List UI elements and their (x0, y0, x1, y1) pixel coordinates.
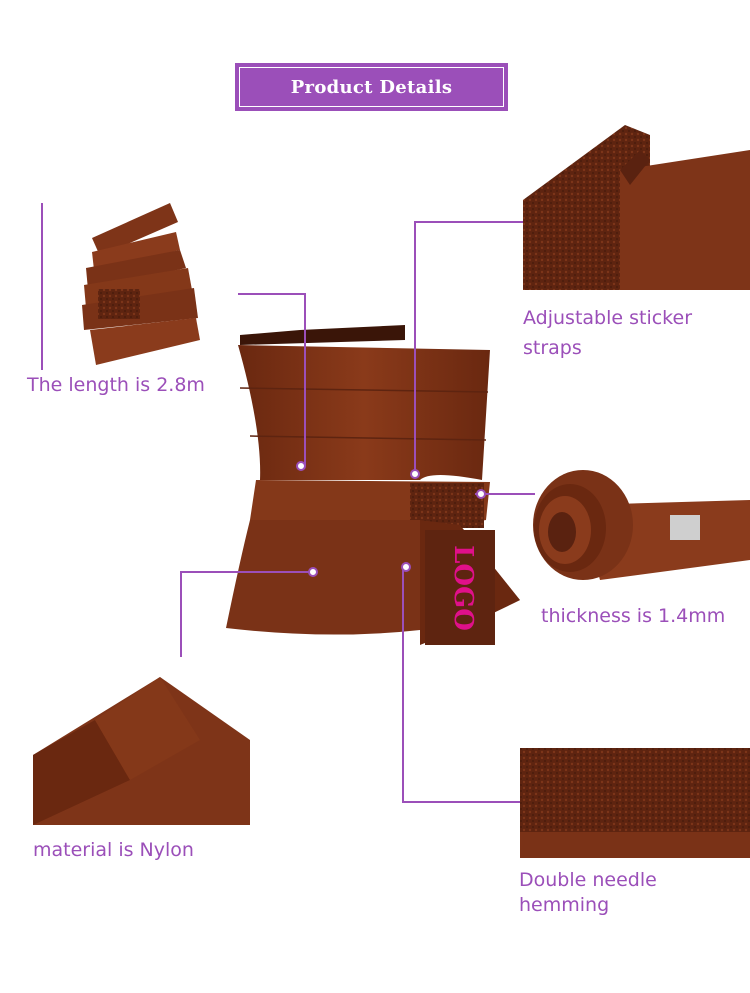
waist-belt-image: LOGO (226, 325, 520, 645)
page-title: Product Details (290, 76, 453, 98)
title-banner: Product Details (235, 63, 508, 111)
thickness-label: thickness is 1.4mm (541, 605, 726, 627)
logo-text: LOGO (448, 545, 478, 631)
title-frame: Product Details (239, 67, 504, 107)
material-label: material is Nylon (33, 839, 194, 861)
hemming-fabric-image (520, 748, 750, 858)
rolled-strap-image (533, 470, 750, 580)
hemming-label: Double needle hemming (519, 869, 657, 916)
connector-dots (296, 461, 486, 577)
length-label: The length is 2.8m (27, 374, 205, 396)
nylon-fabric-image (33, 677, 250, 825)
sticker-label: Adjustable sticker straps (523, 307, 693, 359)
folded-wrap-image (82, 203, 200, 365)
connector-lines (41, 203, 535, 803)
sticker-strap-image (523, 125, 750, 290)
